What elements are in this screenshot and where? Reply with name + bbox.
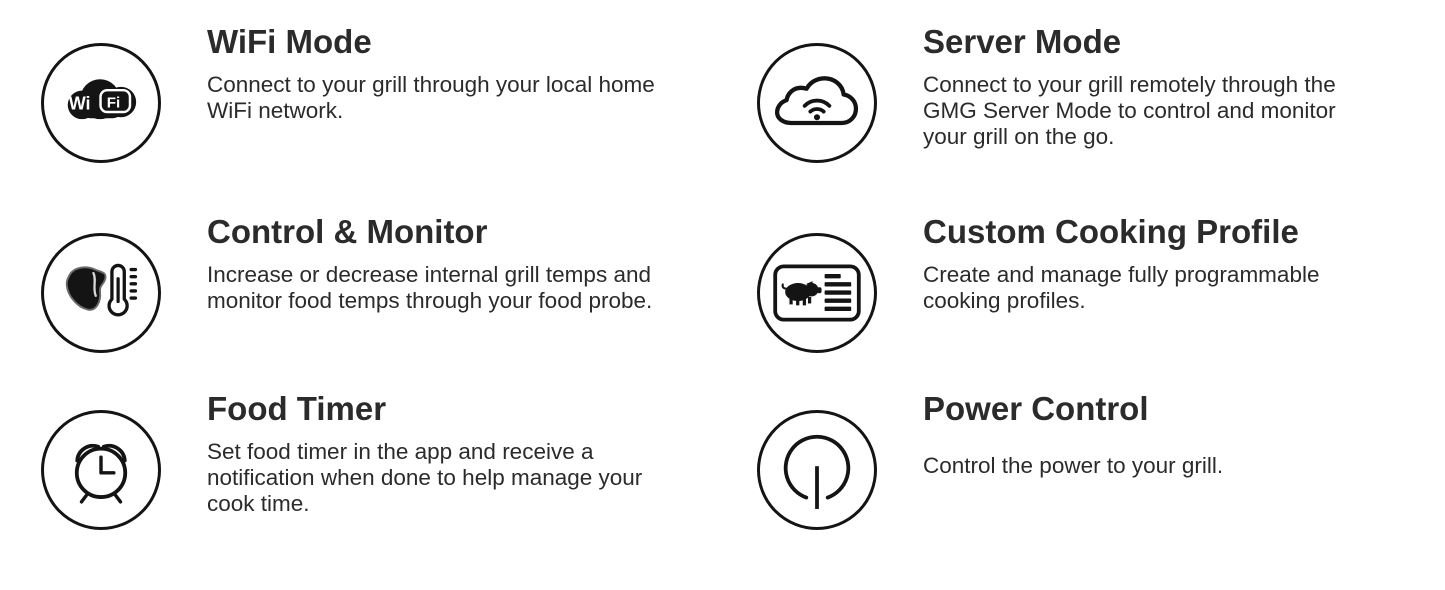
feature-title: Food Timer	[207, 390, 387, 427]
feature-server-mode: Server Mode Connect to your grill remote…	[757, 22, 1445, 212]
feature-description: Increase or decrease internal grill temp…	[207, 261, 653, 313]
feature-text: Custom Cooking Profile Create and manage…	[923, 212, 1423, 314]
feature-title: Control & Monitor	[207, 213, 488, 250]
power-button-icon	[757, 410, 877, 530]
wifi-logo-fi-text: Fi	[107, 94, 121, 111]
feature-custom-cooking-profile: Custom Cooking Profile Create and manage…	[757, 212, 1445, 389]
profile-card-pig-icon	[757, 233, 877, 353]
feature-title: Custom Cooking Profile	[923, 213, 1299, 250]
alarm-clock-icon	[41, 410, 161, 530]
wifi-logo-icon: Wi Fi	[41, 43, 161, 163]
feature-title: Server Mode	[923, 23, 1122, 60]
steak-thermometer-icon	[41, 233, 161, 353]
feature-text: Power Control Control the power to your …	[923, 389, 1423, 479]
wifi-logo-wi-text: Wi	[69, 94, 91, 114]
feature-text: Food Timer Set food timer in the app and…	[207, 389, 707, 517]
feature-power-control: Power Control Control the power to your …	[757, 389, 1445, 530]
feature-wifi-mode: Wi Fi WiFi Mode Connect to your grill th…	[41, 22, 757, 212]
features-grid: Wi Fi WiFi Mode Connect to your grill th…	[41, 22, 1445, 530]
feature-food-timer: Food Timer Set food timer in the app and…	[41, 389, 757, 530]
feature-text: WiFi Mode Connect to your grill through …	[207, 22, 707, 124]
feature-text: Control & Monitor Increase or decrease i…	[207, 212, 707, 314]
feature-title: Power Control	[923, 390, 1149, 427]
feature-description: Set food timer in the app and receive a …	[207, 438, 643, 516]
cloud-wifi-icon	[757, 43, 877, 163]
feature-description: Connect to your grill remotely through t…	[923, 71, 1336, 149]
feature-control-monitor: Control & Monitor Increase or decrease i…	[41, 212, 757, 389]
feature-description: Connect to your grill through your local…	[207, 71, 655, 123]
feature-description: Create and manage fully programmable coo…	[923, 261, 1320, 313]
feature-text: Server Mode Connect to your grill remote…	[923, 22, 1423, 150]
feature-title: WiFi Mode	[207, 23, 372, 60]
feature-description: Control the power to your grill.	[923, 452, 1224, 478]
